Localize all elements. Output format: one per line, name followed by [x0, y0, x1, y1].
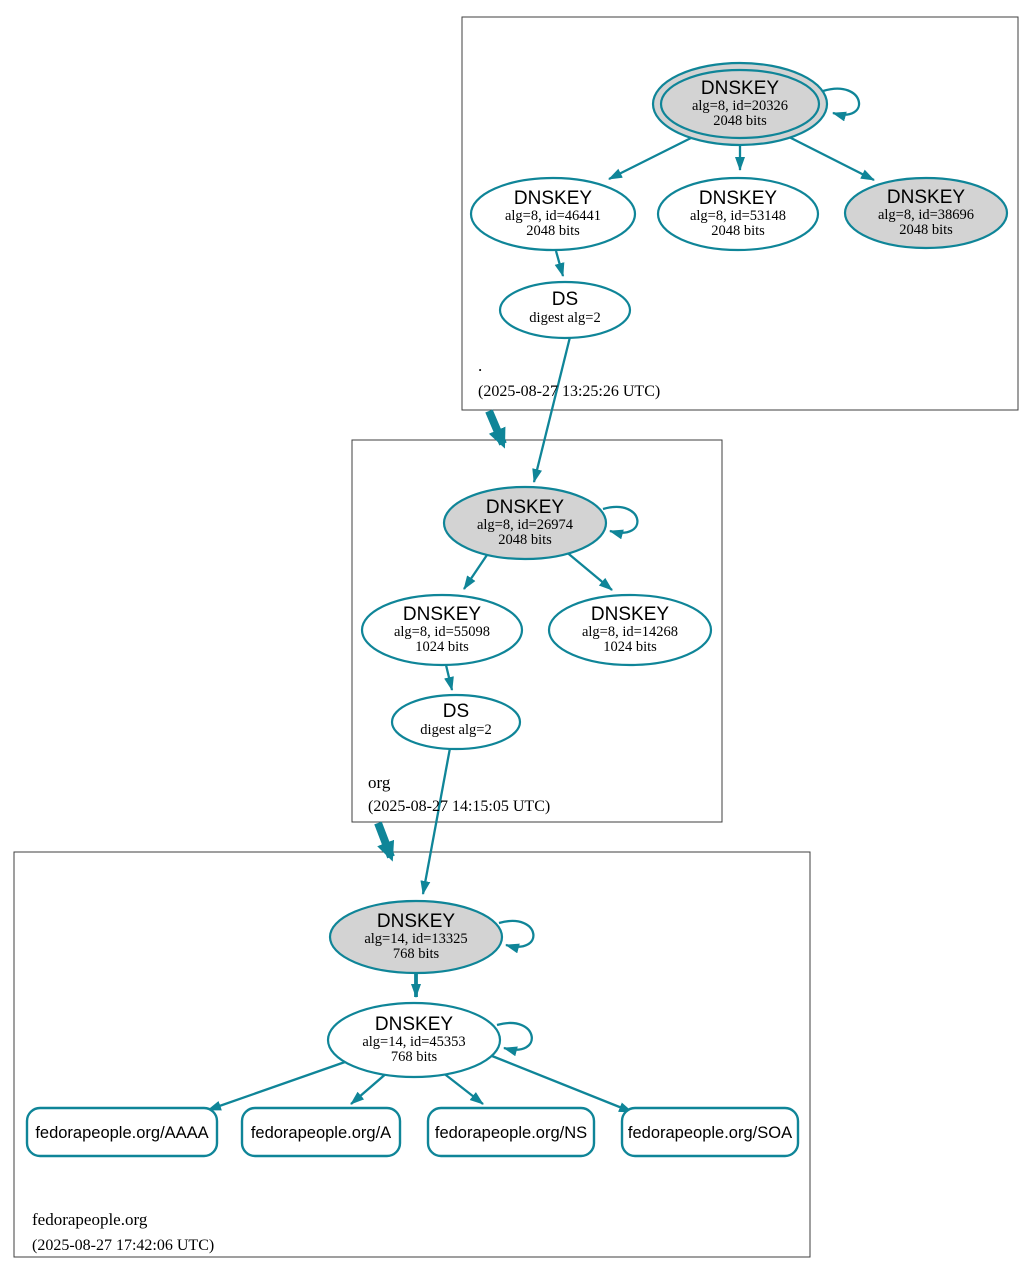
- self-loop-dnskey-26974: [602, 505, 639, 540]
- self-loop-dnskey-20326: [822, 87, 861, 122]
- dnskey-38696-title: DNSKEY: [887, 187, 965, 208]
- dnskey-55098-alg: alg=8, id=55098: [394, 624, 490, 640]
- edge-ds-root-to-dnskey-26974: [532, 336, 572, 483]
- dnskey-node-14268: DNSKEY alg=8, id=14268 1024 bits: [547, 593, 713, 667]
- self-loop-dnskey-13325: [498, 919, 535, 954]
- dnskey-node-13325-ksk: DNSKEY alg=14, id=13325 768 bits: [328, 899, 504, 975]
- ds-org-title: DS: [443, 701, 469, 722]
- edge-zone-root-to-org: [485, 409, 507, 449]
- dnskey-45353-title: DNSKEY: [375, 1014, 453, 1035]
- dnskey-55098-bits: 1024 bits: [415, 639, 469, 655]
- dnskey-node-26974-ksk: DNSKEY alg=8, id=26974 2048 bits: [442, 485, 608, 561]
- rrset-box-aaaa: fedorapeople.org/AAAA: [25, 1106, 219, 1158]
- dnskey-26974-bits: 2048 bits: [498, 532, 552, 548]
- dnskey-26974-title: DNSKEY: [486, 497, 564, 518]
- edge-dnskey-26974-to-55098: [463, 551, 490, 590]
- edge-dnskey-20326-to-38696: [788, 135, 875, 182]
- dnskey-38696-bits: 2048 bits: [899, 222, 953, 238]
- ds-root-title: DS: [552, 289, 578, 310]
- ds-root-digest: digest alg=2: [529, 310, 600, 326]
- dnskey-38696-alg: alg=8, id=38696: [878, 207, 974, 223]
- edge-dnskey-45353-to-rrset-a: [350, 1071, 389, 1105]
- edge-ds-org-to-dnskey-13325: [420, 747, 452, 895]
- dnskey-20326-alg: alg=8, id=20326: [692, 98, 788, 114]
- ds-node-org: DS digest alg=2: [390, 693, 522, 751]
- dnskey-node-38696: DNSKEY alg=8, id=38696 2048 bits: [843, 176, 1009, 250]
- dnskey-53148-bits: 2048 bits: [711, 223, 765, 239]
- edge-dnskey-45353-to-rrset-aaaa: [207, 1060, 346, 1112]
- dnskey-46441-alg: alg=8, id=46441: [505, 208, 601, 224]
- edge-dnskey-45353-to-rrset-ns: [441, 1071, 484, 1105]
- dnskey-node-45353: DNSKEY alg=14, id=45353 768 bits: [326, 1001, 502, 1079]
- zone-box-fedorapeople: [13, 851, 811, 1258]
- edge-dnskey-20326-to-46441: [608, 135, 694, 181]
- zone-label-org: org: [368, 773, 391, 792]
- edge-dnskey-46441-to-ds-root: [554, 250, 565, 277]
- dnskey-20326-bits: 2048 bits: [713, 113, 767, 129]
- zone-box-org: [351, 439, 723, 823]
- rrset-box-soa: fedorapeople.org/SOA: [620, 1106, 800, 1158]
- edge-dnskey-55098-to-ds-org: [444, 664, 454, 691]
- dnskey-13325-alg: alg=14, id=13325: [364, 931, 467, 947]
- dnskey-node-46441: DNSKEY alg=8, id=46441 2048 bits: [469, 176, 637, 252]
- dnskey-node-55098: DNSKEY alg=8, id=55098 1024 bits: [360, 593, 524, 667]
- rrset-ns-label: fedorapeople.org/NS: [435, 1124, 587, 1142]
- zone-box-root: [461, 16, 1019, 411]
- zone-label-fedorapeople: fedorapeople.org: [32, 1210, 148, 1229]
- edge-dnskey-45353-to-rrset-soa: [491, 1054, 633, 1114]
- dnskey-46441-bits: 2048 bits: [526, 223, 580, 239]
- dnskey-20326-title: DNSKEY: [701, 78, 779, 99]
- edge-zone-org-to-fedorapeople: [374, 821, 395, 862]
- zone-timestamp-root: (2025-08-27 13:25:26 UTC): [478, 383, 660, 400]
- zone-timestamp-org: (2025-08-27 14:15:05 UTC): [368, 798, 550, 815]
- self-loop-dnskey-45353: [496, 1021, 533, 1057]
- rrset-soa-label: fedorapeople.org/SOA: [628, 1124, 792, 1142]
- zone-label-root: .: [478, 356, 482, 375]
- dnskey-node-20326-ksk: DNSKEY alg=8, id=20326 2048 bits: [651, 61, 829, 147]
- dnskey-45353-bits: 768 bits: [391, 1049, 438, 1065]
- dnskey-14268-alg: alg=8, id=14268: [582, 624, 678, 640]
- zone-timestamp-fedorapeople: (2025-08-27 17:42:06 UTC): [32, 1237, 214, 1254]
- dnskey-14268-title: DNSKEY: [591, 604, 669, 625]
- edge-dnskey-26974-to-14268: [563, 549, 613, 591]
- dnskey-14268-bits: 1024 bits: [603, 639, 657, 655]
- rrset-aaaa-label: fedorapeople.org/AAAA: [35, 1124, 208, 1142]
- ds-org-digest: digest alg=2: [420, 722, 491, 738]
- dnskey-45353-alg: alg=14, id=45353: [362, 1034, 465, 1050]
- dnskey-node-53148: DNSKEY alg=8, id=53148 2048 bits: [656, 176, 820, 252]
- dnskey-53148-title: DNSKEY: [699, 188, 777, 209]
- dnskey-53148-alg: alg=8, id=53148: [690, 208, 786, 224]
- dnskey-55098-title: DNSKEY: [403, 604, 481, 625]
- dnskey-26974-alg: alg=8, id=26974: [477, 517, 574, 533]
- rrset-box-a: fedorapeople.org/A: [240, 1106, 402, 1158]
- rrset-box-ns: fedorapeople.org/NS: [426, 1106, 596, 1158]
- dnskey-13325-bits: 768 bits: [393, 946, 440, 962]
- rrset-a-label: fedorapeople.org/A: [251, 1124, 391, 1142]
- dnskey-46441-title: DNSKEY: [514, 188, 592, 209]
- dnskey-13325-title: DNSKEY: [377, 911, 455, 932]
- ds-node-root: DS digest alg=2: [498, 280, 632, 340]
